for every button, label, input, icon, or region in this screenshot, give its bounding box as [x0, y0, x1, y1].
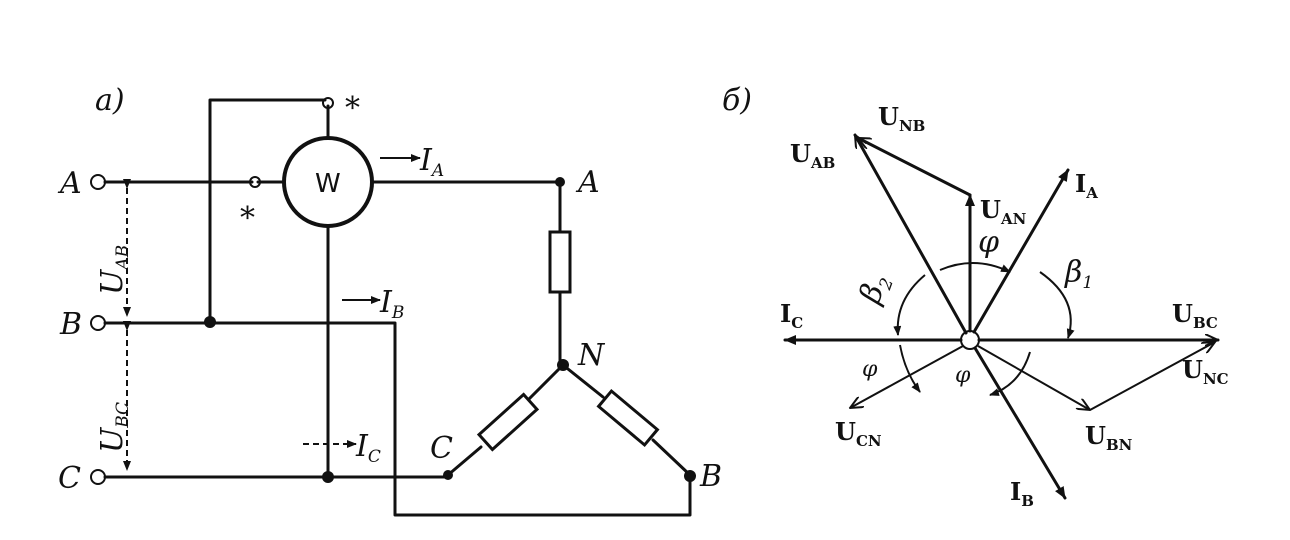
- load-phase-c-wire: [446, 363, 565, 477]
- phasor-i-a: [972, 168, 1070, 334]
- angle-arc-beta1: [1039, 271, 1075, 339]
- angle-arc-beta2: [893, 274, 926, 336]
- angle-arc-phi-left: [899, 344, 921, 393]
- label-u-nb: UNB: [878, 102, 925, 135]
- ubc-label: UBC: [95, 402, 133, 453]
- wattmeter: W: [282, 136, 374, 228]
- label-i-c: IC: [780, 299, 803, 332]
- node-c-meter-dot: [322, 471, 334, 483]
- ic-label: IC: [355, 429, 381, 467]
- load-resistor-b: [596, 388, 660, 448]
- load-node-n-label: N: [577, 338, 606, 373]
- terminal-a: A: [57, 166, 106, 201]
- label-phi-left: φ: [862, 357, 878, 382]
- label-i-b: IB: [1010, 477, 1034, 510]
- terminal-c: C: [58, 461, 106, 496]
- phasor-u-ab: [853, 135, 968, 335]
- load-node-a-label: A: [575, 165, 600, 200]
- voltage-coil-terminal: [322, 97, 334, 109]
- label-phi-bottom: φ: [955, 363, 971, 388]
- load-node-b-label: B: [699, 459, 722, 494]
- label-u-bn: UBN: [1085, 421, 1133, 454]
- angle-arc-phi-top: [939, 261, 1011, 273]
- phasor-u-nc: [1089, 342, 1215, 411]
- phasor-i-b: [973, 346, 1067, 500]
- terminal-b-label: B: [59, 307, 82, 342]
- ib-label: IB: [379, 285, 404, 323]
- load-resistor-a: [548, 230, 572, 294]
- terminal-a-label: A: [57, 166, 82, 201]
- uab-label: UAB: [95, 245, 133, 295]
- label-u-bc: UBC: [1172, 299, 1218, 332]
- label-u-nc: UNC: [1182, 355, 1229, 388]
- line-b-wire: [103, 321, 692, 517]
- label-u-ab: UAB: [790, 139, 835, 172]
- panel-b-label: б): [722, 83, 752, 118]
- star-current-coil: *: [240, 201, 255, 236]
- phasor-origin: [960, 330, 980, 350]
- terminal-b: B: [59, 307, 106, 342]
- node-b-dot: [204, 316, 216, 328]
- panel-a: а) A B C A * W *: [57, 83, 722, 517]
- phasor-u-bn: [977, 345, 1090, 410]
- label-i-a: IA: [1075, 169, 1098, 202]
- phasor-u-nb: [858, 136, 972, 197]
- load-node-c-label: C: [430, 431, 453, 466]
- star-voltage-coil: *: [345, 91, 360, 126]
- panel-a-label: а): [95, 83, 125, 118]
- voltage-coil-wire: [208, 98, 327, 324]
- wattmeter-label: W: [315, 169, 341, 199]
- phasor-u-cn: [850, 345, 964, 408]
- label-phi-top: φ: [978, 225, 999, 260]
- load-phase-b-wire: [561, 363, 692, 477]
- label-beta1: β1: [1064, 255, 1093, 293]
- panel-b: б) UAB UNB UAN IA IC UBC UNC UCN UBN IB …: [722, 83, 1229, 510]
- load-resistor-c: [476, 392, 540, 452]
- terminal-c-label: C: [58, 461, 81, 496]
- ia-label: IA: [419, 143, 444, 181]
- angle-arc-phi-bottom: [989, 351, 1031, 396]
- label-u-an: UAN: [980, 195, 1027, 228]
- label-beta2: β2: [852, 269, 898, 309]
- label-u-cn: UCN: [835, 417, 882, 450]
- node-load-b-dot: [684, 470, 696, 482]
